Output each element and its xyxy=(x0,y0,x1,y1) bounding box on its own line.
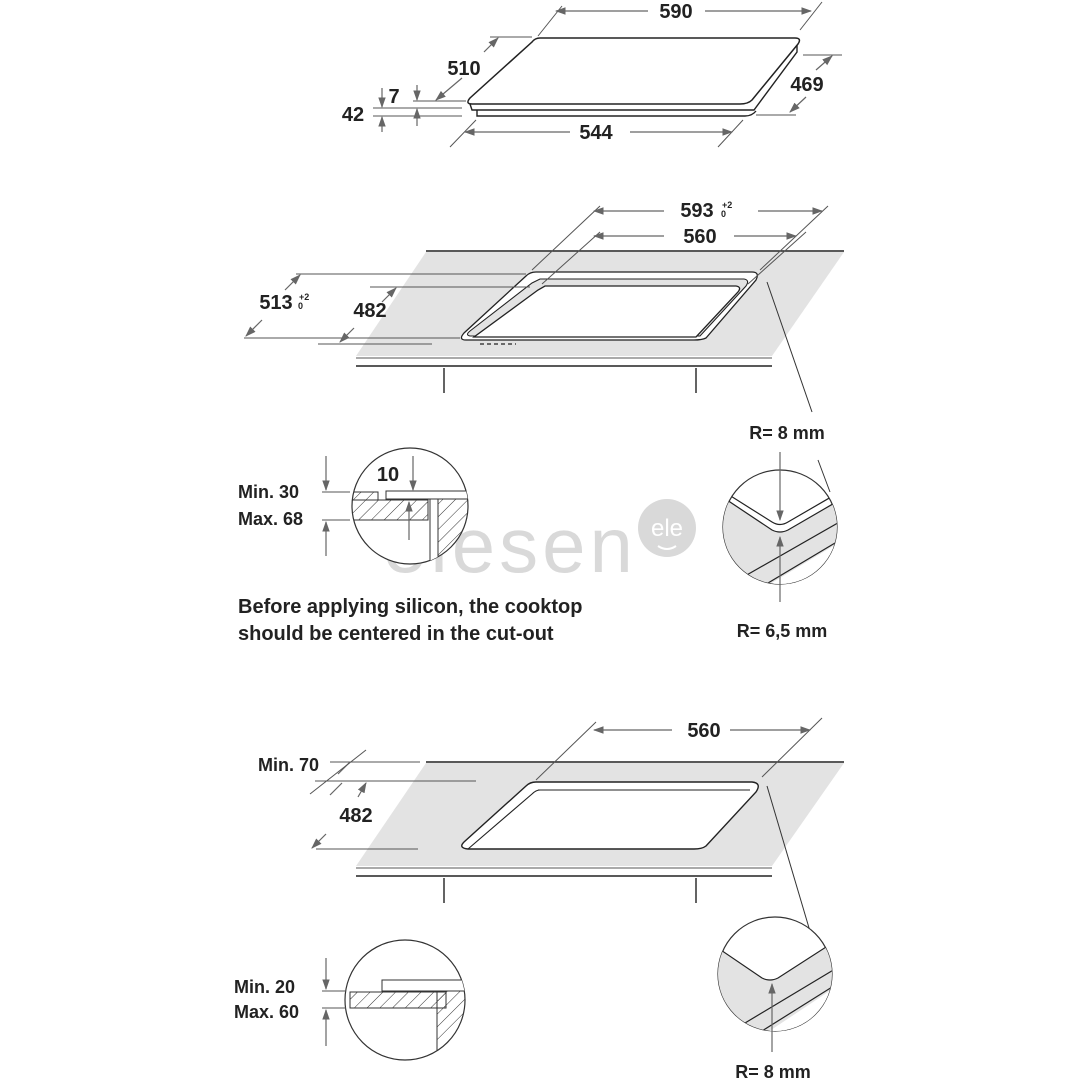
cooktop-view: 590 510 469 544 7 42 xyxy=(342,1,842,148)
dim-width-560: 560 xyxy=(687,720,720,742)
corner-radius-8mm-standard: R= 8 mm xyxy=(735,1062,811,1080)
tolerance-lower: 0 xyxy=(298,301,303,311)
corner-radius-8mm: R= 8 mm xyxy=(749,423,825,443)
dim-depth-482: 482 xyxy=(339,805,372,827)
dim-glass-7: 7 xyxy=(388,86,399,108)
watermark-badge-text: ele xyxy=(651,515,683,542)
dim-outer-width-593: 593 xyxy=(680,200,713,222)
note-line-2: should be centered in the cut-out xyxy=(238,623,554,645)
dim-front-margin-min70: Min. 70 xyxy=(258,755,319,775)
corner-radius-6-5mm: R= 6,5 mm xyxy=(737,621,828,641)
dim-width-590: 590 xyxy=(659,1,692,23)
worktop-min-30: Min. 30 xyxy=(238,482,299,502)
tolerance-upper: +2 xyxy=(722,200,732,210)
tolerance-upper: +2 xyxy=(299,292,309,302)
cooktop-body xyxy=(476,110,757,117)
flush-corner-detail: R= 8 mm R= 6,5 mm xyxy=(722,423,838,641)
tolerance-lower: 0 xyxy=(721,209,726,219)
watermark-badge-icon xyxy=(638,499,696,557)
dim-recess-10: 10 xyxy=(377,464,399,486)
worktop-max-68: Max. 68 xyxy=(238,509,303,529)
worktop-min-20: Min. 20 xyxy=(234,977,295,997)
standard-section-detail: Min. 20 Max. 60 xyxy=(234,939,466,1061)
dim-inner-width-560: 560 xyxy=(683,226,716,248)
note-line-1: Before applying silicon, the cooktop xyxy=(238,596,582,618)
dim-outer-depth-513: 513 xyxy=(259,292,292,314)
dim-depth-510: 510 xyxy=(447,58,480,80)
cutout-hole xyxy=(472,285,741,338)
cutout-hole xyxy=(461,781,759,850)
cooktop-glass-edge xyxy=(469,45,798,111)
flush-section-detail: 10 Min. 30 Max. 68 xyxy=(238,447,469,565)
cooktop-glass xyxy=(467,37,801,105)
dim-height-42: 42 xyxy=(342,104,364,126)
installation-note: Before applying silicon, the cooktop sho… xyxy=(238,596,582,645)
dim-depth-469: 469 xyxy=(790,74,823,96)
dim-width-544: 544 xyxy=(579,122,613,144)
dim-inner-depth-482: 482 xyxy=(353,300,386,322)
worktop-max-60: Max. 60 xyxy=(234,1002,299,1022)
flush-cutout-view: 593 +2 0 560 513 +2 0 482 xyxy=(244,200,844,413)
standard-corner-detail: R= 8 mm xyxy=(717,916,833,1080)
standard-cutout-view: 560 Min. 70 482 xyxy=(258,717,844,939)
watermark-smile-icon xyxy=(657,545,677,550)
